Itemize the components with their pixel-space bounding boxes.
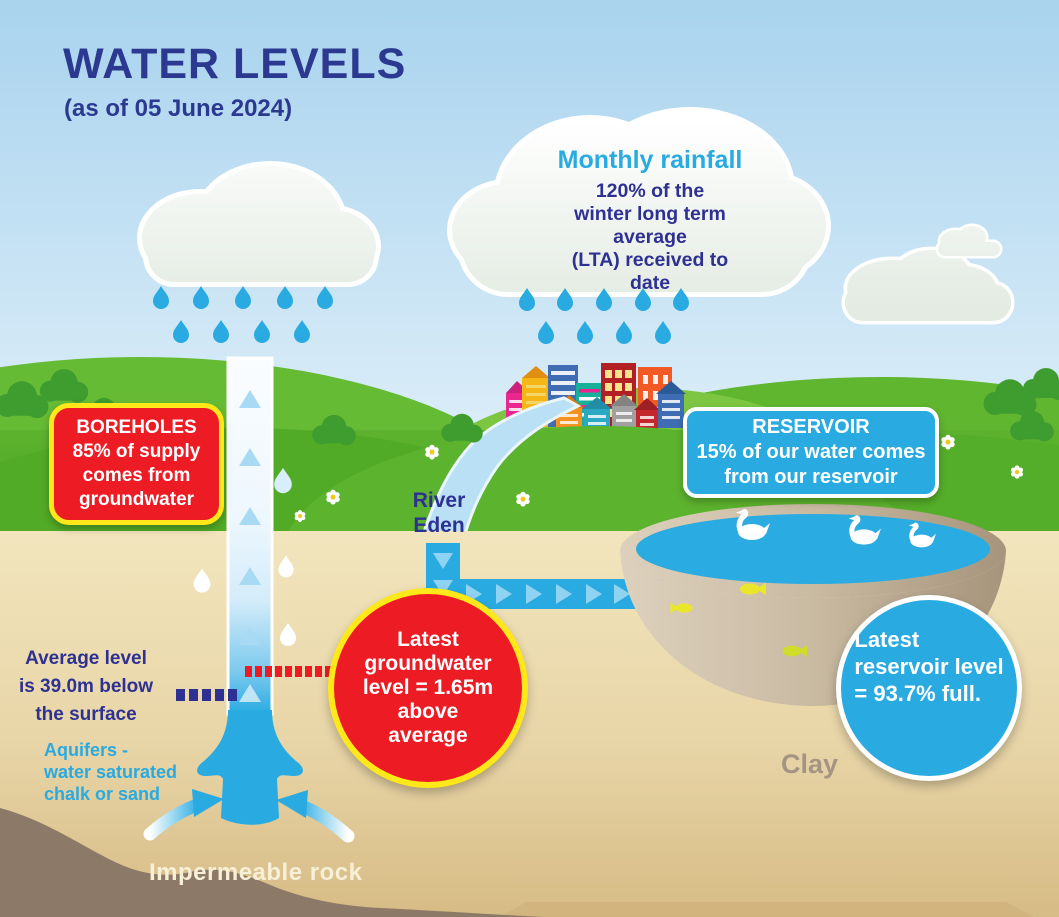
impermeable-rock-label: Impermeable rock [149,859,363,886]
river-label: River Eden [412,489,466,537]
average-level-dashed-line [176,689,237,701]
borehole-column [226,356,274,716]
page-subtitle: (as of 05 June 2024) [64,95,293,122]
boreholes-callout: BOREHOLES 85% of supply comes from groun… [49,403,224,525]
reservoir-level-badge: Latest reservoir level = 93.7% full. [836,595,1022,781]
rainfall-cloud-text: 120% of the winter long term average (LT… [571,180,729,294]
reservoir-water [636,514,990,584]
sand-strip [500,902,1034,917]
aquifers-label: Aquifers - water saturated chalk or sand [44,740,178,804]
clay-label: Clay [781,749,839,779]
reservoir-callout: RESERVOIR 15% of our water comes from ou… [683,407,939,498]
rainfall-cloud-heading: Monthly rainfall [557,146,743,174]
inflow-arrow-icons [143,789,355,843]
rock-layer [0,808,545,917]
borehole [197,356,303,825]
page-title: WATER LEVELS [63,40,407,88]
average-level-label: Average level is 39.0m below the surface [18,648,154,725]
borehole-funnel [197,710,303,825]
groundwater-level-badge: Latest groundwater level = 1.65m above a… [328,588,528,788]
